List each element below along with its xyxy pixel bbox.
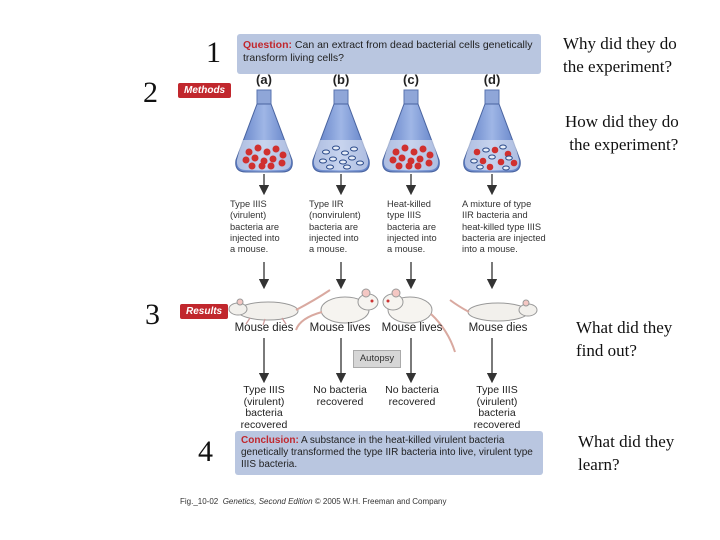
recovered-line: recovered <box>388 395 436 408</box>
side-question-line: the experiment? <box>565 134 679 154</box>
bacteria-blue-b <box>319 145 364 170</box>
caption-rest: © 2005 W.H. Freeman and Company <box>312 497 447 506</box>
bacteria-mixed-d <box>470 144 518 171</box>
step-number-2: 2 <box>143 76 158 109</box>
side-question-why: Why did they do the experiment? <box>563 33 677 79</box>
side-question-line: What did they <box>576 318 673 337</box>
method-line: a mouse. <box>309 244 348 255</box>
mouse-b-alive <box>295 288 379 331</box>
method-line: injected into <box>230 232 280 243</box>
method-line: A mixture of type <box>462 199 532 209</box>
method-line: injected into <box>309 232 359 243</box>
arrows-to-results <box>258 262 498 290</box>
method-b: Type IIR (nonvirulent) bacteria are inje… <box>309 199 399 256</box>
recovered-line: (virulent) <box>476 395 518 408</box>
method-line: IIR bacteria and <box>462 210 528 221</box>
step-number-3: 3 <box>145 298 160 331</box>
recovered-c: No bacteria recovered <box>372 384 452 408</box>
step-number-1: 1 <box>206 36 221 69</box>
methods-tag: Methods <box>178 83 232 98</box>
bacteria-red-c <box>389 144 434 170</box>
method-line: bacteria are injected <box>462 232 546 243</box>
method-line: bacteria are <box>230 221 280 232</box>
side-question-what-learned: What did they learn? <box>578 431 674 477</box>
method-line: into a mouse. <box>462 244 518 255</box>
question-panel: Question: Can an extract from dead bacte… <box>237 34 541 74</box>
outcome-d: Mouse dies <box>468 322 528 334</box>
autopsy-label: Autopsy <box>353 350 401 368</box>
question-text: Can an extract from dead bacterial cells… <box>243 39 533 64</box>
recovered-line: recovered <box>473 418 521 431</box>
mouse-a-dead <box>228 289 331 326</box>
conclusion-label: Conclusion: <box>241 435 299 446</box>
side-question-line: find out? <box>576 340 637 360</box>
side-question-line: the experiment? <box>563 56 673 76</box>
arrows-to-recovered <box>258 338 498 384</box>
step-number-4: 4 <box>198 435 213 468</box>
side-question-how: How did they do the experiment? <box>565 111 679 157</box>
method-line: bacteria are <box>387 221 437 232</box>
caption-book: Genetics, Second Edition <box>222 497 313 506</box>
method-line: a mouse. <box>387 244 426 255</box>
method-d: A mixture of type IIR bacteria and heat-… <box>462 199 557 256</box>
mouse-d-dead <box>449 299 538 322</box>
outcome-c: Mouse lives <box>381 322 443 334</box>
method-a: Type IIIS (virulent) bacteria are inject… <box>230 199 320 256</box>
recovered-line: recovered <box>316 395 364 408</box>
recovered-a: Type IIIS (virulent) bacteria recovered <box>224 384 304 431</box>
method-line: bacteria are <box>309 221 359 232</box>
recovered-line: bacteria <box>245 407 283 420</box>
caption-fig: Fig._10-02 <box>180 497 219 506</box>
recovered-d: Type IIIS (virulent) bacteria recovered <box>457 384 537 431</box>
side-question-line: What did they <box>578 432 675 451</box>
method-line: injected into <box>387 232 437 243</box>
mouse-c-alive <box>382 288 456 353</box>
results-tag: Results <box>180 304 229 319</box>
flask-label-d: (d) <box>483 72 501 87</box>
arrows-to-methods <box>258 174 498 196</box>
method-line: Type IIR <box>309 199 344 209</box>
method-line: (nonvirulent) <box>309 210 361 221</box>
method-line: type IIIS <box>387 210 422 221</box>
method-line: Heat-killed <box>387 199 431 209</box>
side-question-line: How did they do <box>565 112 679 131</box>
side-question-line: learn? <box>578 454 620 474</box>
flask-label-b: (b) <box>332 72 350 87</box>
recovered-line: (virulent) <box>243 395 285 408</box>
method-line: heat-killed type IIIS <box>462 221 542 232</box>
conclusion-text: A substance in the heat-killed virulent … <box>241 435 533 470</box>
recovered-line: No bacteria <box>313 384 367 396</box>
recovered-line: Type IIIS <box>243 384 285 396</box>
side-question-line: Why did they do <box>563 34 677 53</box>
side-question-what-found: What did they find out? <box>576 317 672 363</box>
recovered-b: No bacteria recovered <box>300 384 380 408</box>
method-c: Heat-killed type IIIS bacteria are injec… <box>387 199 477 256</box>
recovered-line: Type IIIS <box>476 384 518 396</box>
bacteria-red-a <box>242 144 287 170</box>
method-line: Type IIIS <box>230 199 267 209</box>
flask-label-c: (c) <box>403 72 419 87</box>
conclusion-panel: Conclusion: A substance in the heat-kill… <box>235 431 543 475</box>
method-line: a mouse. <box>230 244 269 255</box>
recovered-line: bacteria <box>478 407 516 420</box>
recovered-line: recovered <box>240 418 288 431</box>
outcome-b: Mouse lives <box>309 322 371 334</box>
method-line: (virulent) <box>230 210 267 221</box>
figure-caption: Fig._10-02 Genetics, Second Edition © 20… <box>180 497 447 506</box>
flask-label-a: (a) <box>256 72 272 87</box>
question-label: Question: <box>243 39 292 51</box>
recovered-line: No bacteria <box>385 384 439 396</box>
outcome-a: Mouse dies <box>234 322 294 334</box>
